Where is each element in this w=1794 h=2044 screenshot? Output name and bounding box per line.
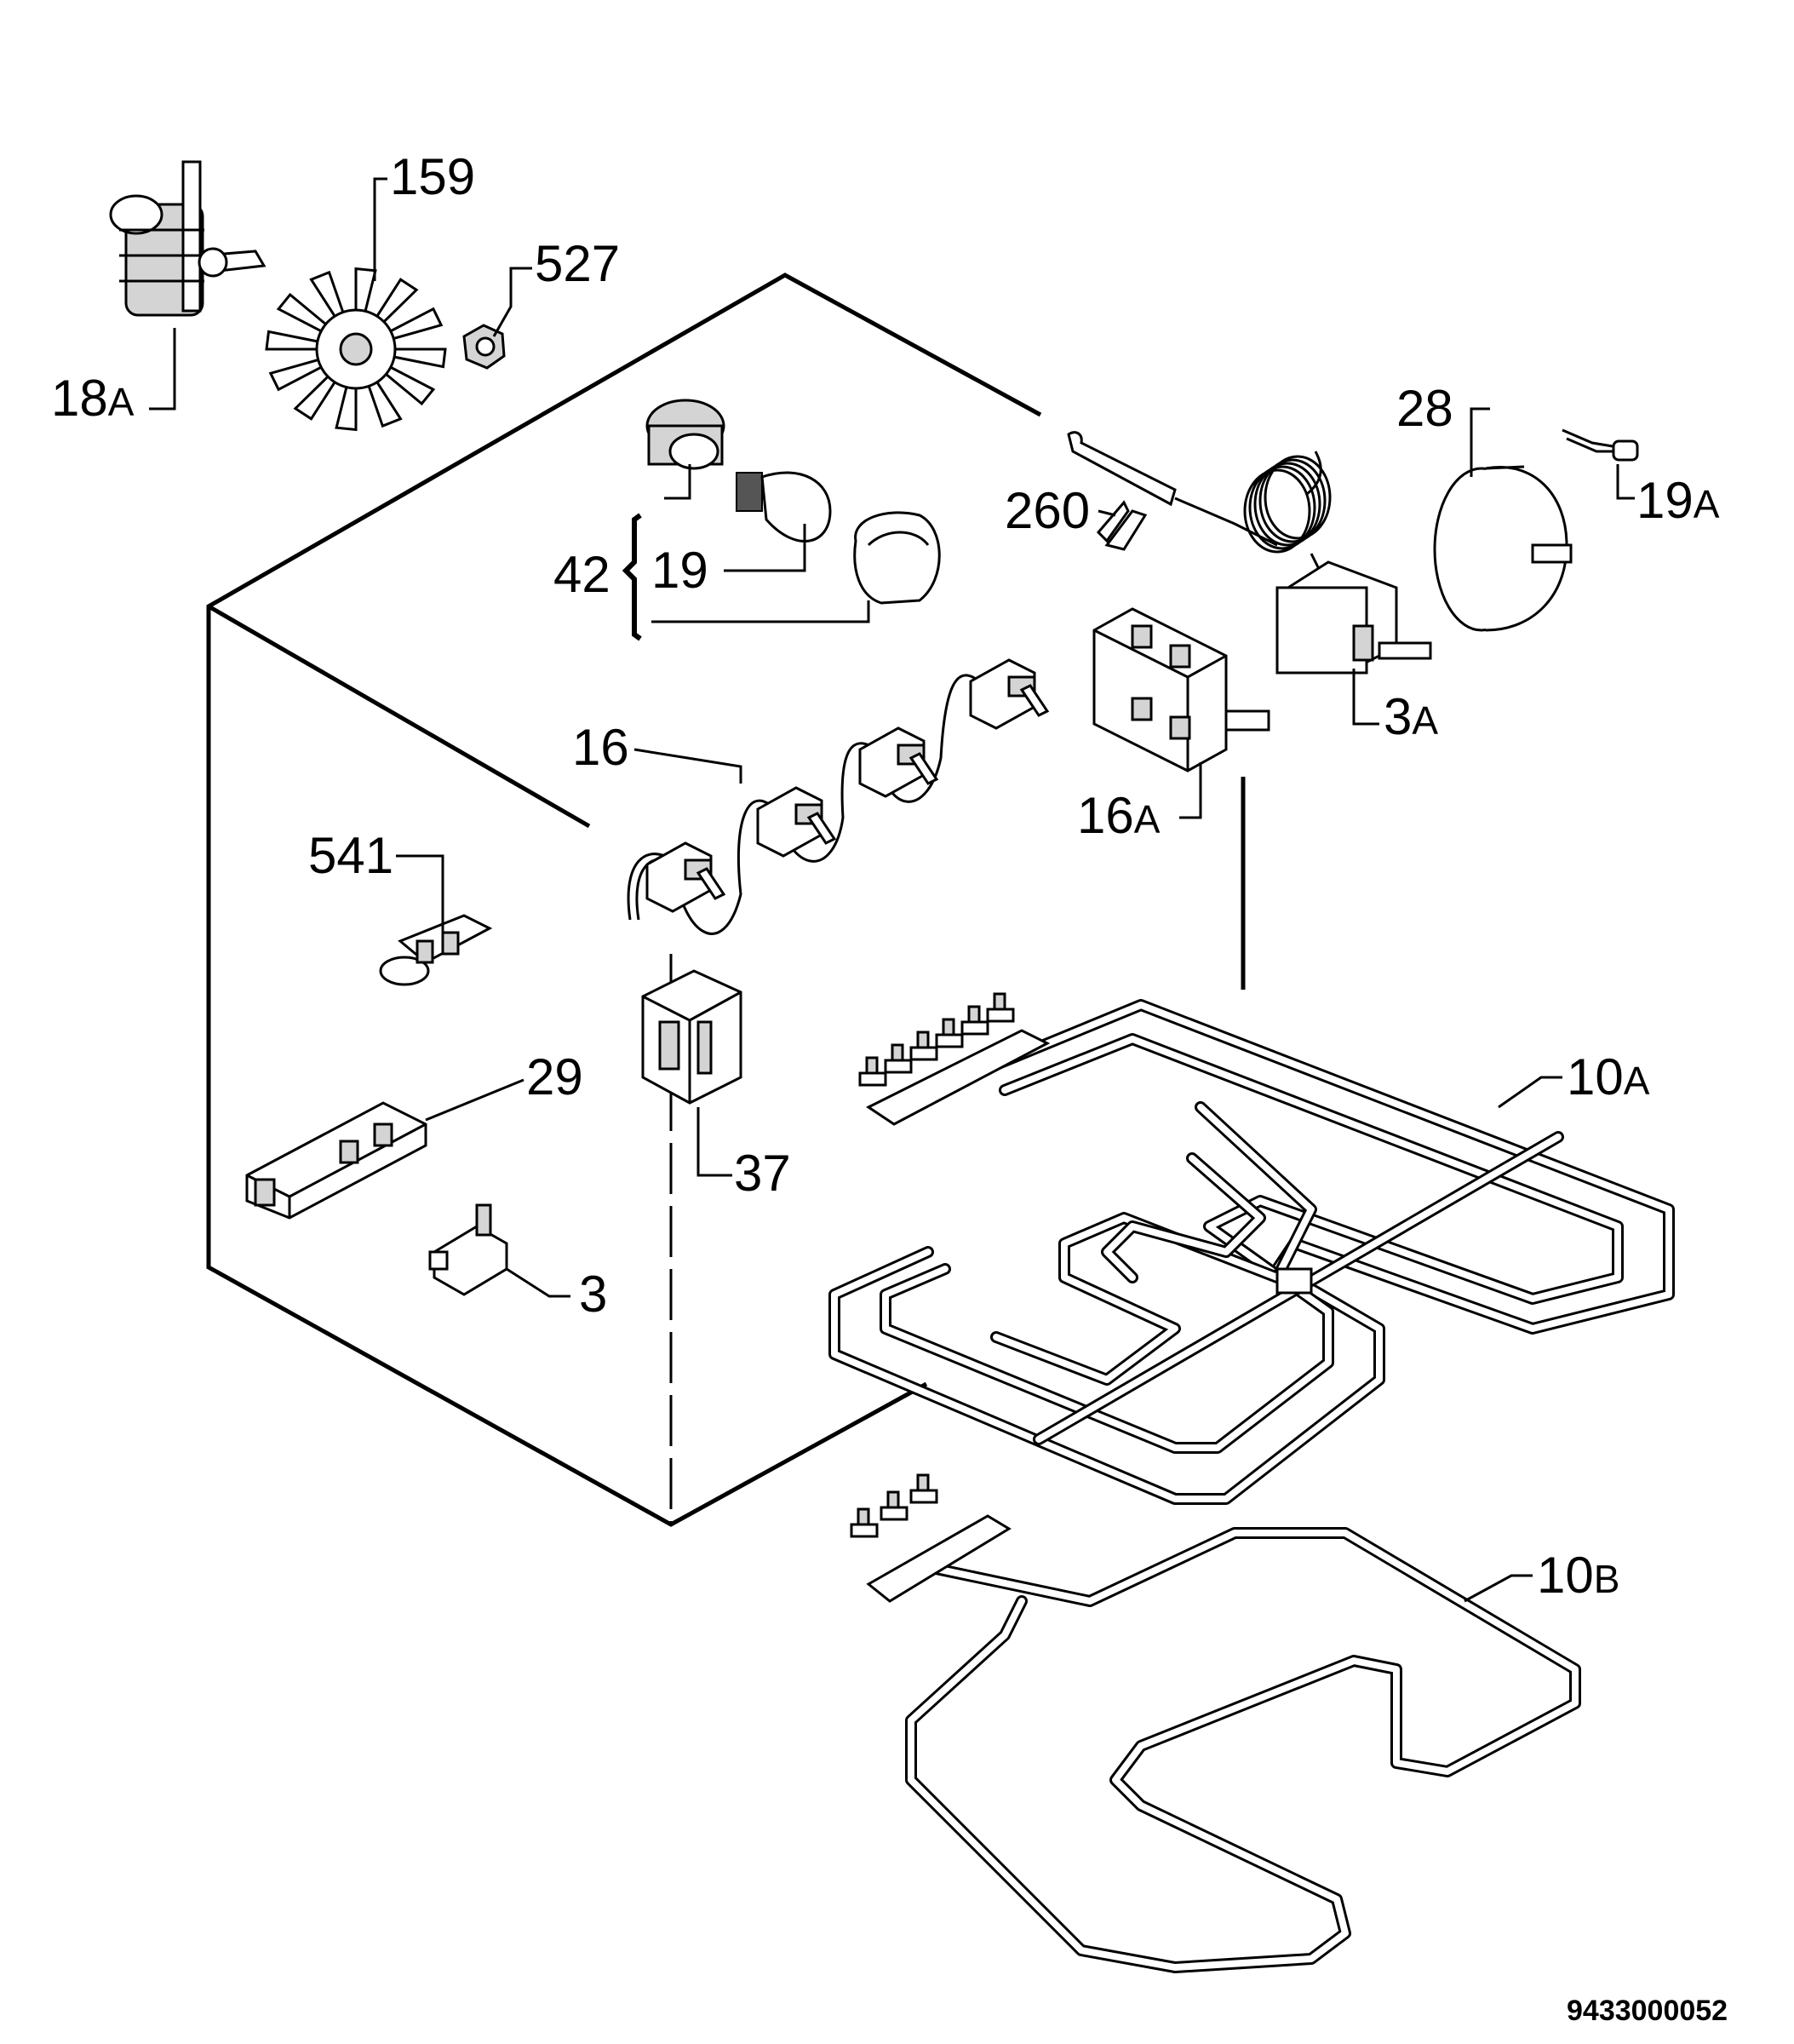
terminal-tab <box>858 1056 887 1087</box>
label-527: 527 <box>535 235 620 292</box>
label-18a: 18A <box>51 370 135 427</box>
terminal-tab <box>880 1490 908 1521</box>
fan-motor-part-18a <box>109 160 267 317</box>
terminal-tab <box>909 1031 938 1061</box>
switch-harness-part-16 <box>627 658 1050 935</box>
terminal-tab <box>850 1507 879 1538</box>
small-thermostat-part-3 <box>428 1203 508 1296</box>
connector-part-541 <box>379 914 493 986</box>
label-159: 159 <box>390 148 475 205</box>
fan-blade <box>265 330 324 351</box>
terminal-block-part-29 <box>245 1101 427 1220</box>
thermostat-part-3a <box>1067 431 1432 675</box>
terminal-tab <box>960 1005 989 1036</box>
capillary-loop <box>1253 462 1321 547</box>
harness-switch <box>858 726 939 798</box>
label-16: 16 <box>572 719 629 776</box>
label-10b: 10B <box>1537 1547 1619 1604</box>
top-heating-element-part-10a <box>828 992 1675 1505</box>
nut-part-527 <box>462 324 506 370</box>
control-knob-part-28 <box>1433 465 1573 632</box>
pin-part-19a <box>1562 428 1639 462</box>
clip-part-260 <box>1096 500 1148 551</box>
label-541: 541 <box>308 827 393 884</box>
switch-part-37 <box>641 969 742 1105</box>
fan-blade <box>387 347 447 369</box>
part-labels: 18A 159 527 28 19A 260 42 19 3A 16 16A 5… <box>51 148 1728 2027</box>
capillary-loop <box>1248 465 1316 550</box>
lamp-glass-cover <box>853 511 941 605</box>
label-42: 42 <box>553 546 610 603</box>
harness-switch <box>756 786 837 858</box>
terminal-tab <box>884 1043 913 1074</box>
label-16a: 16A <box>1077 787 1161 844</box>
drawing-code: 9433000052 <box>1567 1995 1728 2027</box>
label-10a: 10A <box>1567 1048 1650 1105</box>
label-28: 28 <box>1396 380 1453 437</box>
lamp-bulb-part-19 <box>736 471 832 543</box>
label-3: 3 <box>579 1266 607 1323</box>
label-19a: 19A <box>1636 472 1720 529</box>
capillary-loop <box>1264 455 1332 540</box>
label-260: 260 <box>1005 482 1090 539</box>
fan-blade-part-159 <box>265 267 447 432</box>
label-29: 29 <box>526 1048 583 1105</box>
harness-switch <box>969 658 1050 730</box>
label-37: 37 <box>734 1145 791 1202</box>
harness-switch <box>645 841 726 913</box>
leader-lines <box>149 177 1635 1603</box>
terminal-tab <box>909 1473 938 1504</box>
terminal-tab <box>935 1018 964 1048</box>
terminal-tab <box>986 992 1015 1023</box>
oven-cabinet-outline <box>206 273 1246 1527</box>
capillary-loop <box>1258 458 1327 543</box>
label-3a: 3A <box>1384 688 1438 745</box>
capillary-loop <box>1243 468 1311 554</box>
selector-switch-part-16a <box>1092 607 1270 772</box>
label-19: 19 <box>651 542 708 599</box>
lamp-holder-part-42 <box>645 399 725 470</box>
bottom-heating-element-part-10b <box>850 1473 1581 1973</box>
